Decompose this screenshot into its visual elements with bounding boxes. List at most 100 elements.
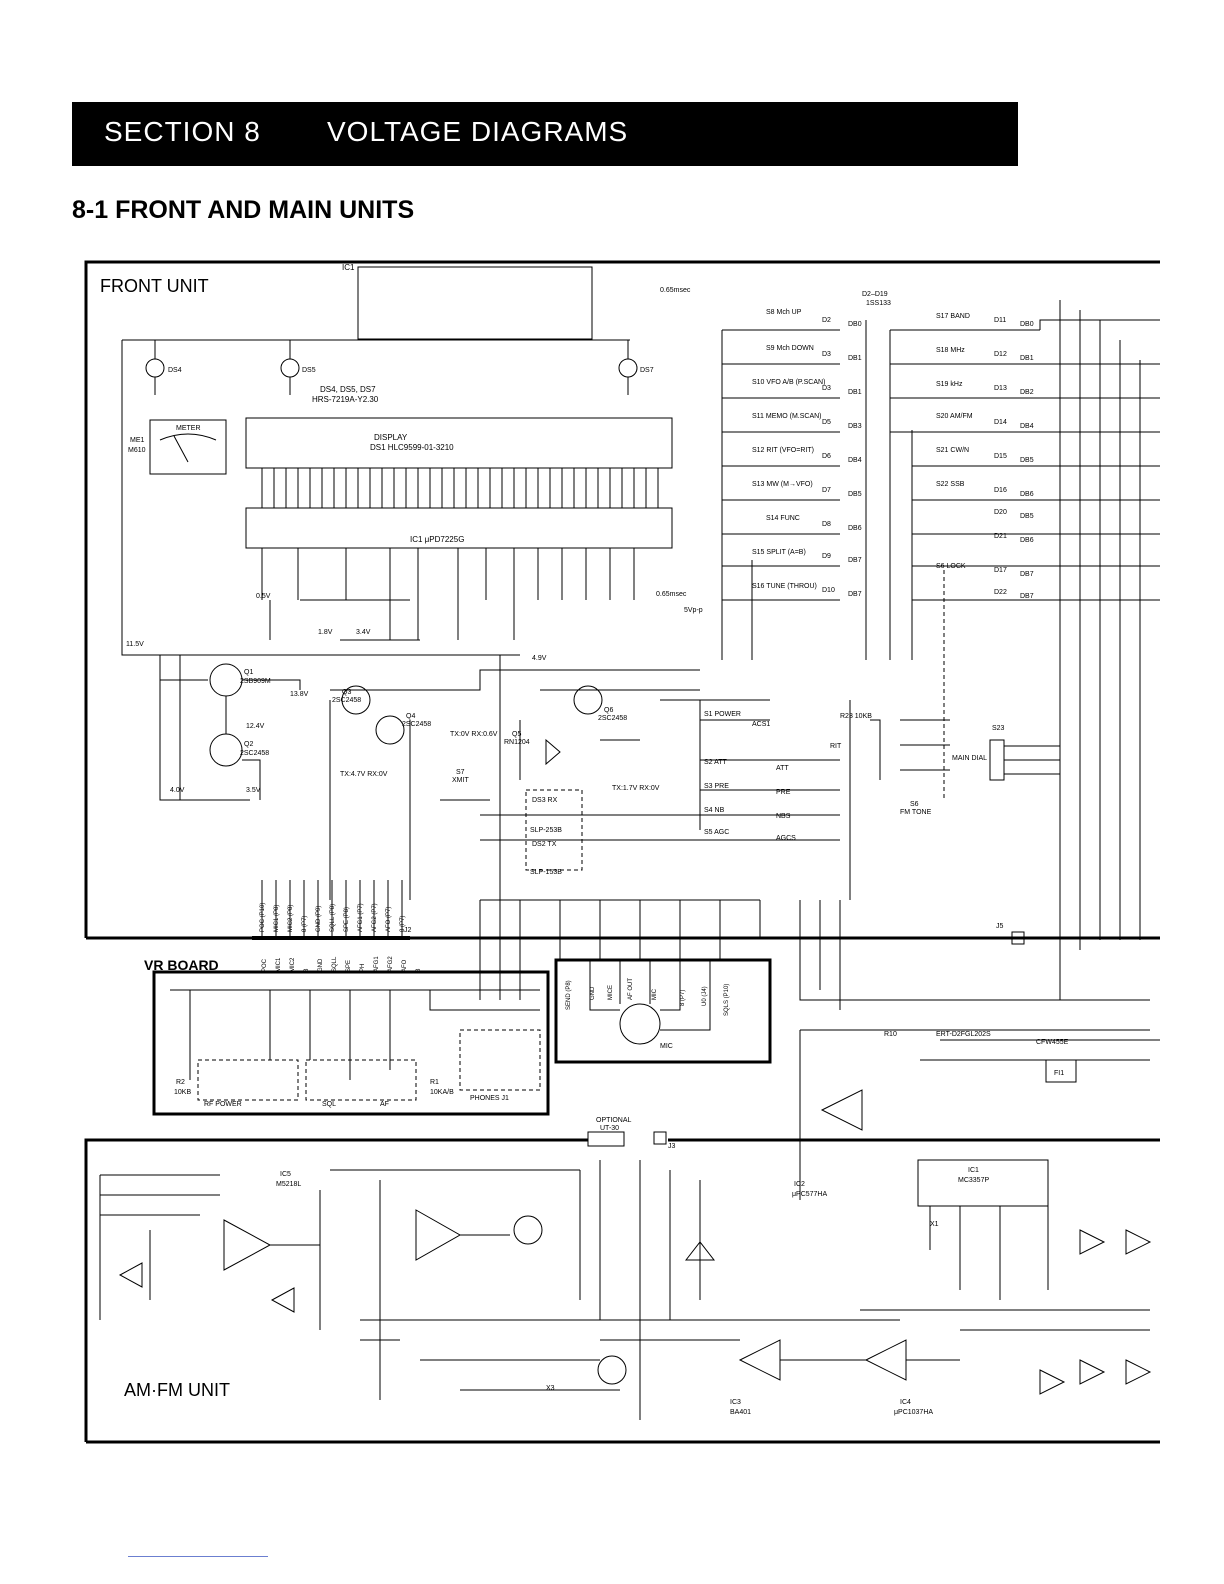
j2-pin-mic1: MIC1 (P8) (274, 905, 280, 932)
x3-label: X3 (546, 1385, 555, 1392)
switch-s19-label: S19 kHz (936, 381, 963, 388)
line-db0-right: DB0 (1020, 321, 1034, 328)
mic-pin-mic: MIC (652, 988, 658, 1000)
line-db6-left: DB6 (848, 525, 862, 532)
ds3-label: DS3 RX (532, 797, 558, 804)
mic-connector-frame (554, 958, 772, 1064)
q3-label: Q3 (342, 689, 351, 696)
ic1-mc3357p (917, 1159, 1049, 1207)
switch-s1-label: S1 POWER (704, 711, 741, 718)
line-db7-left-a: DB7 (848, 557, 862, 564)
transistor-q6 (573, 685, 603, 715)
ic2-amfm-label: IC2 (794, 1181, 805, 1188)
line-db4-right: DB4 (1020, 423, 1034, 430)
ds3-part: SLP-253B (530, 827, 562, 834)
ic5b-m5218l (223, 1219, 272, 1271)
mic-pin-labels: SEND (P8) GND MICE AF OUT MIC 8 (P7) U0 … (566, 978, 730, 1016)
transistor-q1-amfm (597, 1355, 627, 1385)
me1-label: ME1 (130, 437, 145, 444)
d2-d19-part: 1SS133 (866, 300, 891, 307)
line-db7-right-b: DB7 (1020, 593, 1034, 600)
ic4-amfm-label: IC4 (900, 1399, 911, 1406)
mic-pin-afout: AF OUT (628, 978, 634, 1000)
voltage-1-8v: 1.8V (318, 629, 333, 636)
front-unit-label: FRONT UNIT (100, 276, 209, 296)
section-title: VOLTAGE DIAGRAMS (327, 116, 629, 147)
q2-part: 2SC2458 (240, 750, 269, 757)
switch-matrix-left (721, 320, 867, 660)
j2-pin-sqll: SQLL (P8) (330, 904, 336, 932)
rf-power-label: RF POWER (204, 1101, 242, 1108)
diode-d5: D5 (822, 419, 831, 426)
j2-label: J2 (404, 927, 412, 934)
vr-pin-afg1: AFG1 (374, 956, 380, 972)
voltage-3-4v: 3.4V (356, 629, 371, 636)
pulse-top-label: 0.65msec (660, 287, 691, 294)
line-db7-right-a: DB7 (1020, 571, 1034, 578)
r2-part: 10KB (174, 1089, 191, 1096)
vr-pin-8b: 8 (416, 968, 422, 972)
q2-label: Q2 (244, 741, 253, 748)
switch-s10-label: S10 VFO A/B (P.SCAN) (752, 379, 825, 386)
ic3-amfm-label: IC3 (730, 1399, 741, 1406)
rf-power-pot (197, 1059, 299, 1101)
diode-d9: D9 (822, 553, 831, 560)
display-part: DS1 HLC9599-01-3210 (370, 443, 454, 452)
lamp-ds4 (145, 358, 165, 378)
diode-d3a: D3 (822, 351, 831, 358)
switch-s3-label: S3 PRE (704, 783, 729, 790)
r10-part: ERT-D2FGL202S (936, 1031, 991, 1038)
line-db5-left: DB5 (848, 491, 862, 498)
vr-pin-afo: AFO (402, 959, 408, 972)
line-db1-left-a: DB1 (848, 355, 862, 362)
voltage-11-5v: 11.5V (126, 641, 144, 648)
switch-s20-label: S20 AM/FM (936, 413, 973, 420)
diode-d12: D12 (994, 351, 1007, 358)
vr-pin-afg2: AFG2 (388, 956, 394, 972)
switch-s17-label: S17 BAND (936, 313, 970, 320)
line-acs1: ACS1 (752, 721, 770, 728)
diode-d7: D7 (822, 487, 831, 494)
sql-label: SQL (322, 1101, 336, 1108)
switch-s14-label: S14 FUNC (766, 515, 800, 522)
vr-pin-ph: PH (360, 964, 366, 972)
display-label: DISPLAY (374, 433, 408, 442)
ic3-amfm-part: BA401 (730, 1409, 751, 1416)
phones-jack (459, 1029, 541, 1091)
led-ds2-ds3 (525, 789, 583, 871)
switch-s16-label: S16 TUNE (THROU) (752, 583, 817, 590)
mic-pin-u0: U0 (J4) (702, 986, 708, 1006)
m610-label: M610 (128, 447, 146, 454)
mic-socket (619, 1003, 661, 1045)
ic5a-m5218l (415, 1209, 462, 1261)
switch-s18-label: S18 MHz (936, 347, 965, 354)
fi1-label: FI1 (1054, 1070, 1064, 1077)
j3-label: J3 (668, 1143, 676, 1150)
meter (149, 419, 227, 475)
fm-tone-label: FM TONE (900, 809, 932, 816)
mode-switch-labels: S1 POWER S2 ATT S3 PRE S4 NB S5 AGC ACS1… (704, 711, 796, 842)
vr-pin-mic2: MIC2 (290, 957, 296, 972)
line-db5-right-a: DB5 (1020, 457, 1034, 464)
s6-label: S6 (910, 801, 919, 808)
display-pin-lines (261, 468, 659, 508)
subsection-title: 8-1 FRONT AND MAIN UNITS (72, 196, 415, 224)
ds7-label: DS7 (640, 367, 654, 374)
amfm-unit-frame (84, 1138, 588, 1442)
sql-af-pot (305, 1059, 417, 1101)
line-db5-right-b: DB5 (1020, 513, 1034, 520)
j2-pin-afg2: AFG2 (P7) (372, 903, 378, 932)
vr-pin-poc: POC (262, 958, 268, 972)
ic1-amfm-part: MC3357P (958, 1177, 989, 1184)
diode-d2: D2 (822, 317, 831, 324)
q4-part: 2SC2458 (402, 721, 431, 728)
ic1-label: IC1 (342, 263, 355, 272)
ic1-amfm-label: IC1 (968, 1167, 979, 1174)
j2-pin-poc: POC (P10) (260, 903, 266, 932)
switch-s2-label: S2 ATT (704, 759, 728, 766)
diode-d13: D13 (994, 385, 1007, 392)
display-box (245, 417, 673, 469)
d2-d19-label: D2–D19 (862, 291, 888, 298)
switch-s15-label: S15 SPLIT (A=B) (752, 549, 806, 556)
